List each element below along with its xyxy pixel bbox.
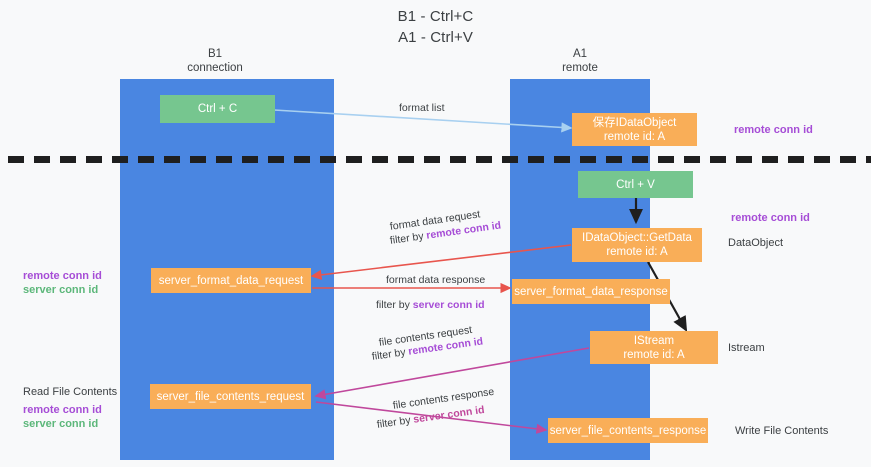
side-label-remote-conn-id-mid: remote conn id [731, 212, 810, 224]
column-header-b1-subtitle: connection [187, 61, 243, 74]
divider-dash [268, 156, 284, 163]
edge-label-format-data-response: format data response [386, 274, 486, 286]
node-server-format-data-request[interactable]: server_format_data_request [151, 268, 311, 293]
node-server-format-data-response-label: server_format_data_response [514, 285, 668, 298]
divider-dash [554, 156, 570, 163]
edge-label-format-data-response-filter: filter by server conn id [376, 298, 485, 312]
edge-label-file-contents-request-filter-prefix: filter by [371, 345, 410, 363]
side-label-left-remote-conn-id-bot: remote conn id [23, 404, 102, 416]
divider-dash [8, 156, 24, 163]
divider-dash [736, 156, 752, 163]
divider-dash [684, 156, 700, 163]
side-label-dataobject: DataObject [728, 237, 784, 249]
divider-dash [658, 156, 674, 163]
divider-dash [34, 156, 50, 163]
divider-dash [216, 156, 232, 163]
node-server-file-contents-response-label: server_file_contents_response [549, 424, 707, 437]
divider-dash [60, 156, 76, 163]
divider-dash [788, 156, 804, 163]
node-istream-line2: remote id: A [623, 348, 685, 361]
node-istream[interactable]: IStream remote id: A [590, 331, 718, 364]
divider-dash [710, 156, 726, 163]
node-ctrl-v[interactable]: Ctrl + V [578, 171, 693, 198]
divider-dash [138, 156, 154, 163]
divider-dash [606, 156, 622, 163]
node-idataobject-getdata-line1: IDataObject::GetData [582, 232, 692, 244]
divider-dash [164, 156, 180, 163]
divider-dash [190, 156, 206, 163]
divider-dash [398, 156, 414, 163]
edge-label-format-data-response-filter-highlight: server conn id [412, 299, 485, 311]
dashed-divider [0, 156, 871, 163]
node-ctrl-c[interactable]: Ctrl + C [160, 95, 275, 123]
side-label-left-remote-conn-id-mid: remote conn id [23, 270, 102, 282]
edge-label-format-list: format list [399, 102, 445, 114]
side-label-istream: Istream [728, 342, 765, 354]
node-server-format-data-request-label: server_format_data_request [158, 274, 304, 287]
divider-dash [476, 156, 492, 163]
divider-dash [840, 156, 856, 163]
divider-dash [242, 156, 258, 163]
node-istream-line1: IStream [633, 334, 675, 347]
node-ctrl-c-label: Ctrl + C [197, 103, 238, 115]
divider-dash [632, 156, 648, 163]
node-save-idataobject[interactable]: 保存IDataObject remote id: A [572, 113, 697, 146]
column-header-a1: A1 remote [500, 48, 660, 75]
divider-dash [112, 156, 128, 163]
divider-dash [814, 156, 830, 163]
divider-dash [762, 156, 778, 163]
divider-dash [346, 156, 362, 163]
edge-label-file-contents-response-filter-prefix: filter by [376, 413, 415, 431]
divider-dash [320, 156, 336, 163]
title-line-2: A1 - Ctrl+V [398, 29, 473, 46]
divider-dash [424, 156, 440, 163]
node-server-file-contents-request-label: server_file_contents_request [156, 390, 305, 403]
side-label-read-file-contents: Read File Contents [23, 386, 118, 398]
node-ctrl-v-label: Ctrl + V [616, 178, 655, 191]
node-save-idataobject-line2: remote id: A [603, 130, 666, 143]
node-idataobject-getdata-line2: remote id: A [606, 246, 668, 258]
edge-label-format-data-request-filter-prefix: filter by [389, 229, 428, 247]
column-header-a1-title: A1 [572, 48, 588, 60]
column-header-a1-subtitle: remote [562, 61, 598, 74]
divider-dash [372, 156, 388, 163]
divider-dash [866, 156, 871, 163]
column-header-b1: B1 connection [135, 48, 295, 75]
divider-dash [528, 156, 544, 163]
node-server-format-data-response[interactable]: server_format_data_response [512, 279, 670, 304]
divider-dash [450, 156, 466, 163]
divider-dash [86, 156, 102, 163]
column-header-b1-title: B1 [207, 48, 223, 60]
edge-label-format-data-response-filter-prefix: filter by [376, 299, 413, 311]
side-label-remote-conn-id-top: remote conn id [734, 124, 813, 136]
divider-dash [294, 156, 310, 163]
side-label-left-server-conn-id-mid: server conn id [23, 284, 99, 296]
node-server-file-contents-response[interactable]: server_file_contents_response [548, 418, 708, 443]
divider-dash [580, 156, 596, 163]
divider-dash [502, 156, 518, 163]
node-idataobject-getdata[interactable]: IDataObject::GetData remote id: A [572, 228, 702, 262]
page-title: B1 - Ctrl+C A1 - Ctrl+V [0, 6, 871, 48]
side-label-write-file-contents: Write File Contents [735, 425, 829, 437]
side-label-left-server-conn-id-bot: server conn id [23, 418, 99, 430]
node-server-file-contents-request[interactable]: server_file_contents_request [150, 384, 311, 409]
node-save-idataobject-line1: 保存IDataObject [592, 116, 677, 129]
title-line-1: B1 - Ctrl+C [397, 8, 474, 25]
